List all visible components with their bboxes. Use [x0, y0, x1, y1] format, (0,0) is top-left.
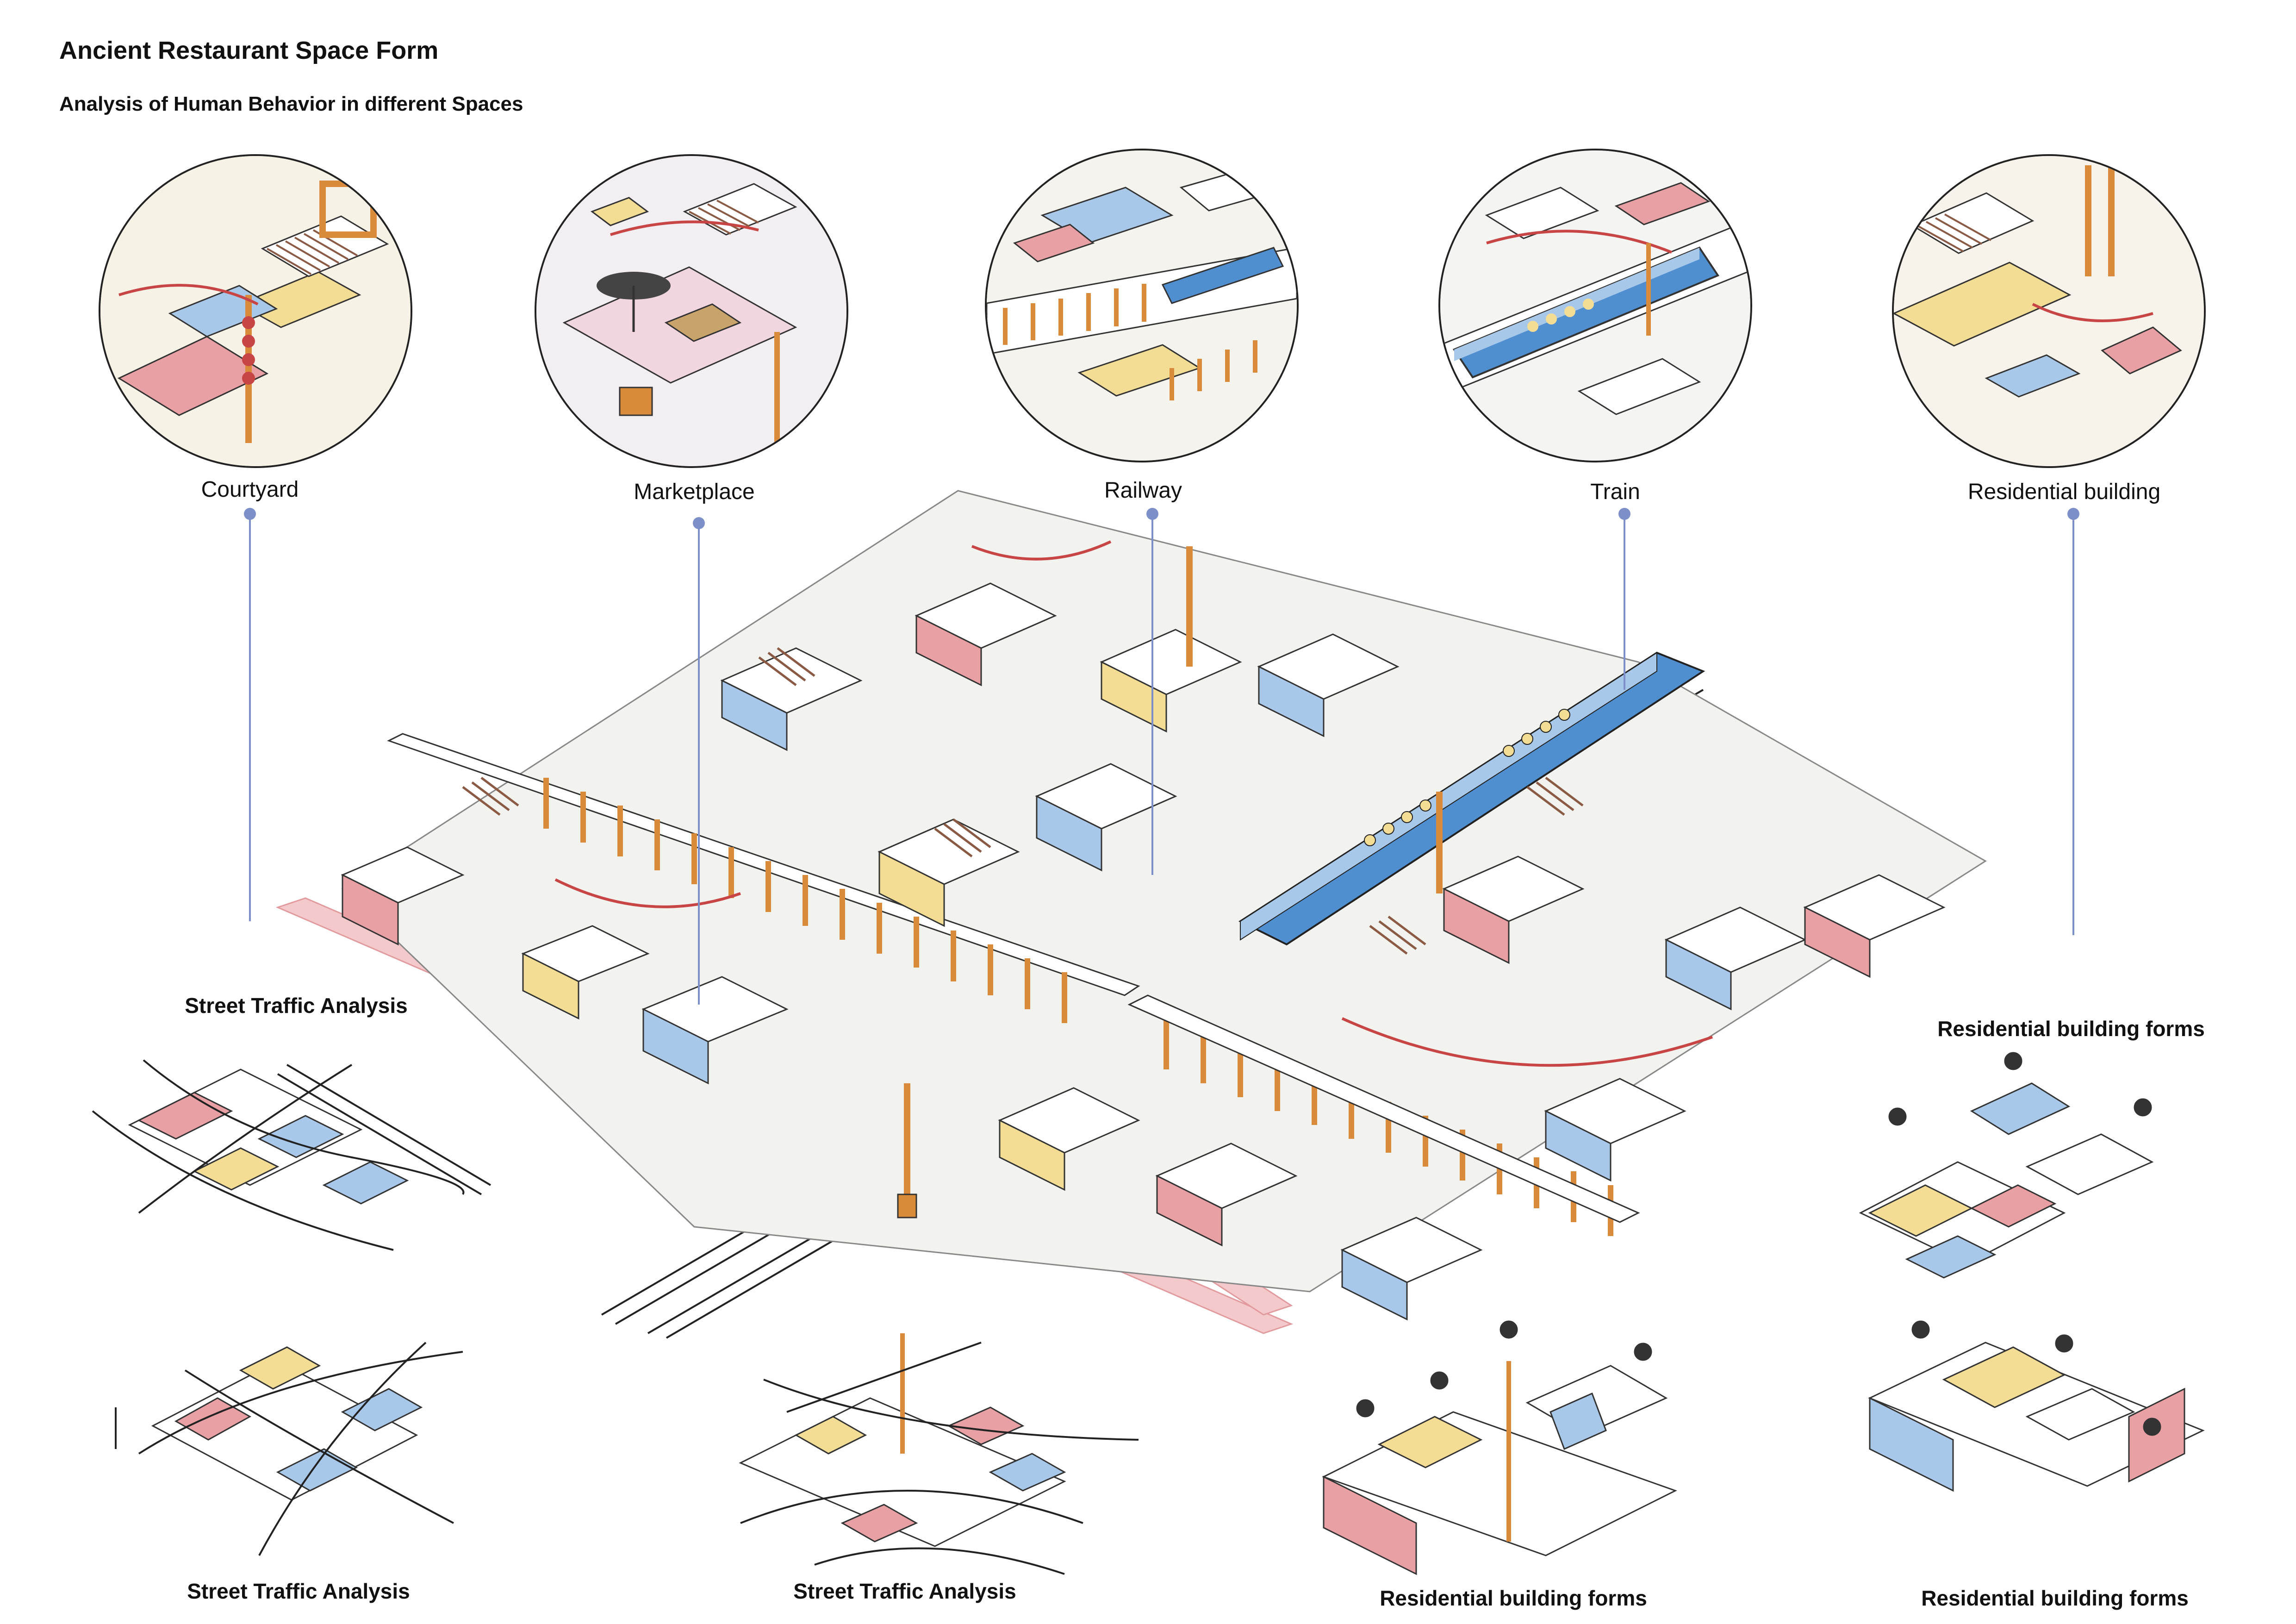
- vignette-label-marketplace: Marketplace: [634, 480, 755, 504]
- label-residential-forms-right-top: Residential building forms: [1937, 1017, 2205, 1041]
- railway-vignette: [985, 149, 1299, 462]
- page-subtitle: Analysis of Human Behavior in different …: [59, 93, 523, 115]
- building-blocks: [341, 582, 1946, 1321]
- marketplace-vignette: [535, 154, 848, 468]
- roof-hatching: [462, 647, 1584, 955]
- page-title: Ancient Restaurant Space Form: [59, 37, 439, 64]
- lantern-strings: [554, 540, 1713, 1067]
- railway-orange-fence-left: [543, 778, 1067, 1023]
- label-residential-forms-bottom-center: Residential building forms: [1380, 1586, 1647, 1610]
- vignette-label-railway: Railway: [1104, 478, 1182, 503]
- residential-building-vignette: [1892, 154, 2206, 468]
- street-traffic-diagram-bottom-left: [115, 1342, 463, 1556]
- label-street-traffic-top-left: Street Traffic Analysis: [185, 993, 408, 1018]
- utility-poles: [904, 546, 1443, 1204]
- leader-dots: [244, 508, 2079, 529]
- street-traffic-diagram-bottom-center: [739, 1333, 1139, 1575]
- label-street-traffic-bottom-center: Street Traffic Analysis: [793, 1579, 1016, 1603]
- train-windows: [1364, 709, 1570, 846]
- residential-forms-diagram-bottom-center: [1322, 1320, 1677, 1575]
- courtyard-vignette: [99, 154, 412, 468]
- label-street-traffic-bottom-left: Street Traffic Analysis: [187, 1579, 410, 1603]
- vignette-label-train: Train: [1590, 480, 1640, 504]
- city-base: [341, 490, 1987, 1293]
- label-residential-forms-bottom-right: Residential building forms: [1921, 1586, 2189, 1610]
- vignette-label-courtyard: Courtyard: [201, 477, 299, 502]
- residential-forms-diagram-bottom-right: [1868, 1320, 2205, 1492]
- train-vignette: [1438, 149, 1752, 462]
- street-traffic-diagram-top-left: [92, 1059, 492, 1251]
- leader-lines: [249, 514, 2074, 1005]
- vignette-label-residential-building: Residential building: [1967, 480, 2161, 504]
- residential-forms-diagram-right-top: [1859, 1052, 2154, 1279]
